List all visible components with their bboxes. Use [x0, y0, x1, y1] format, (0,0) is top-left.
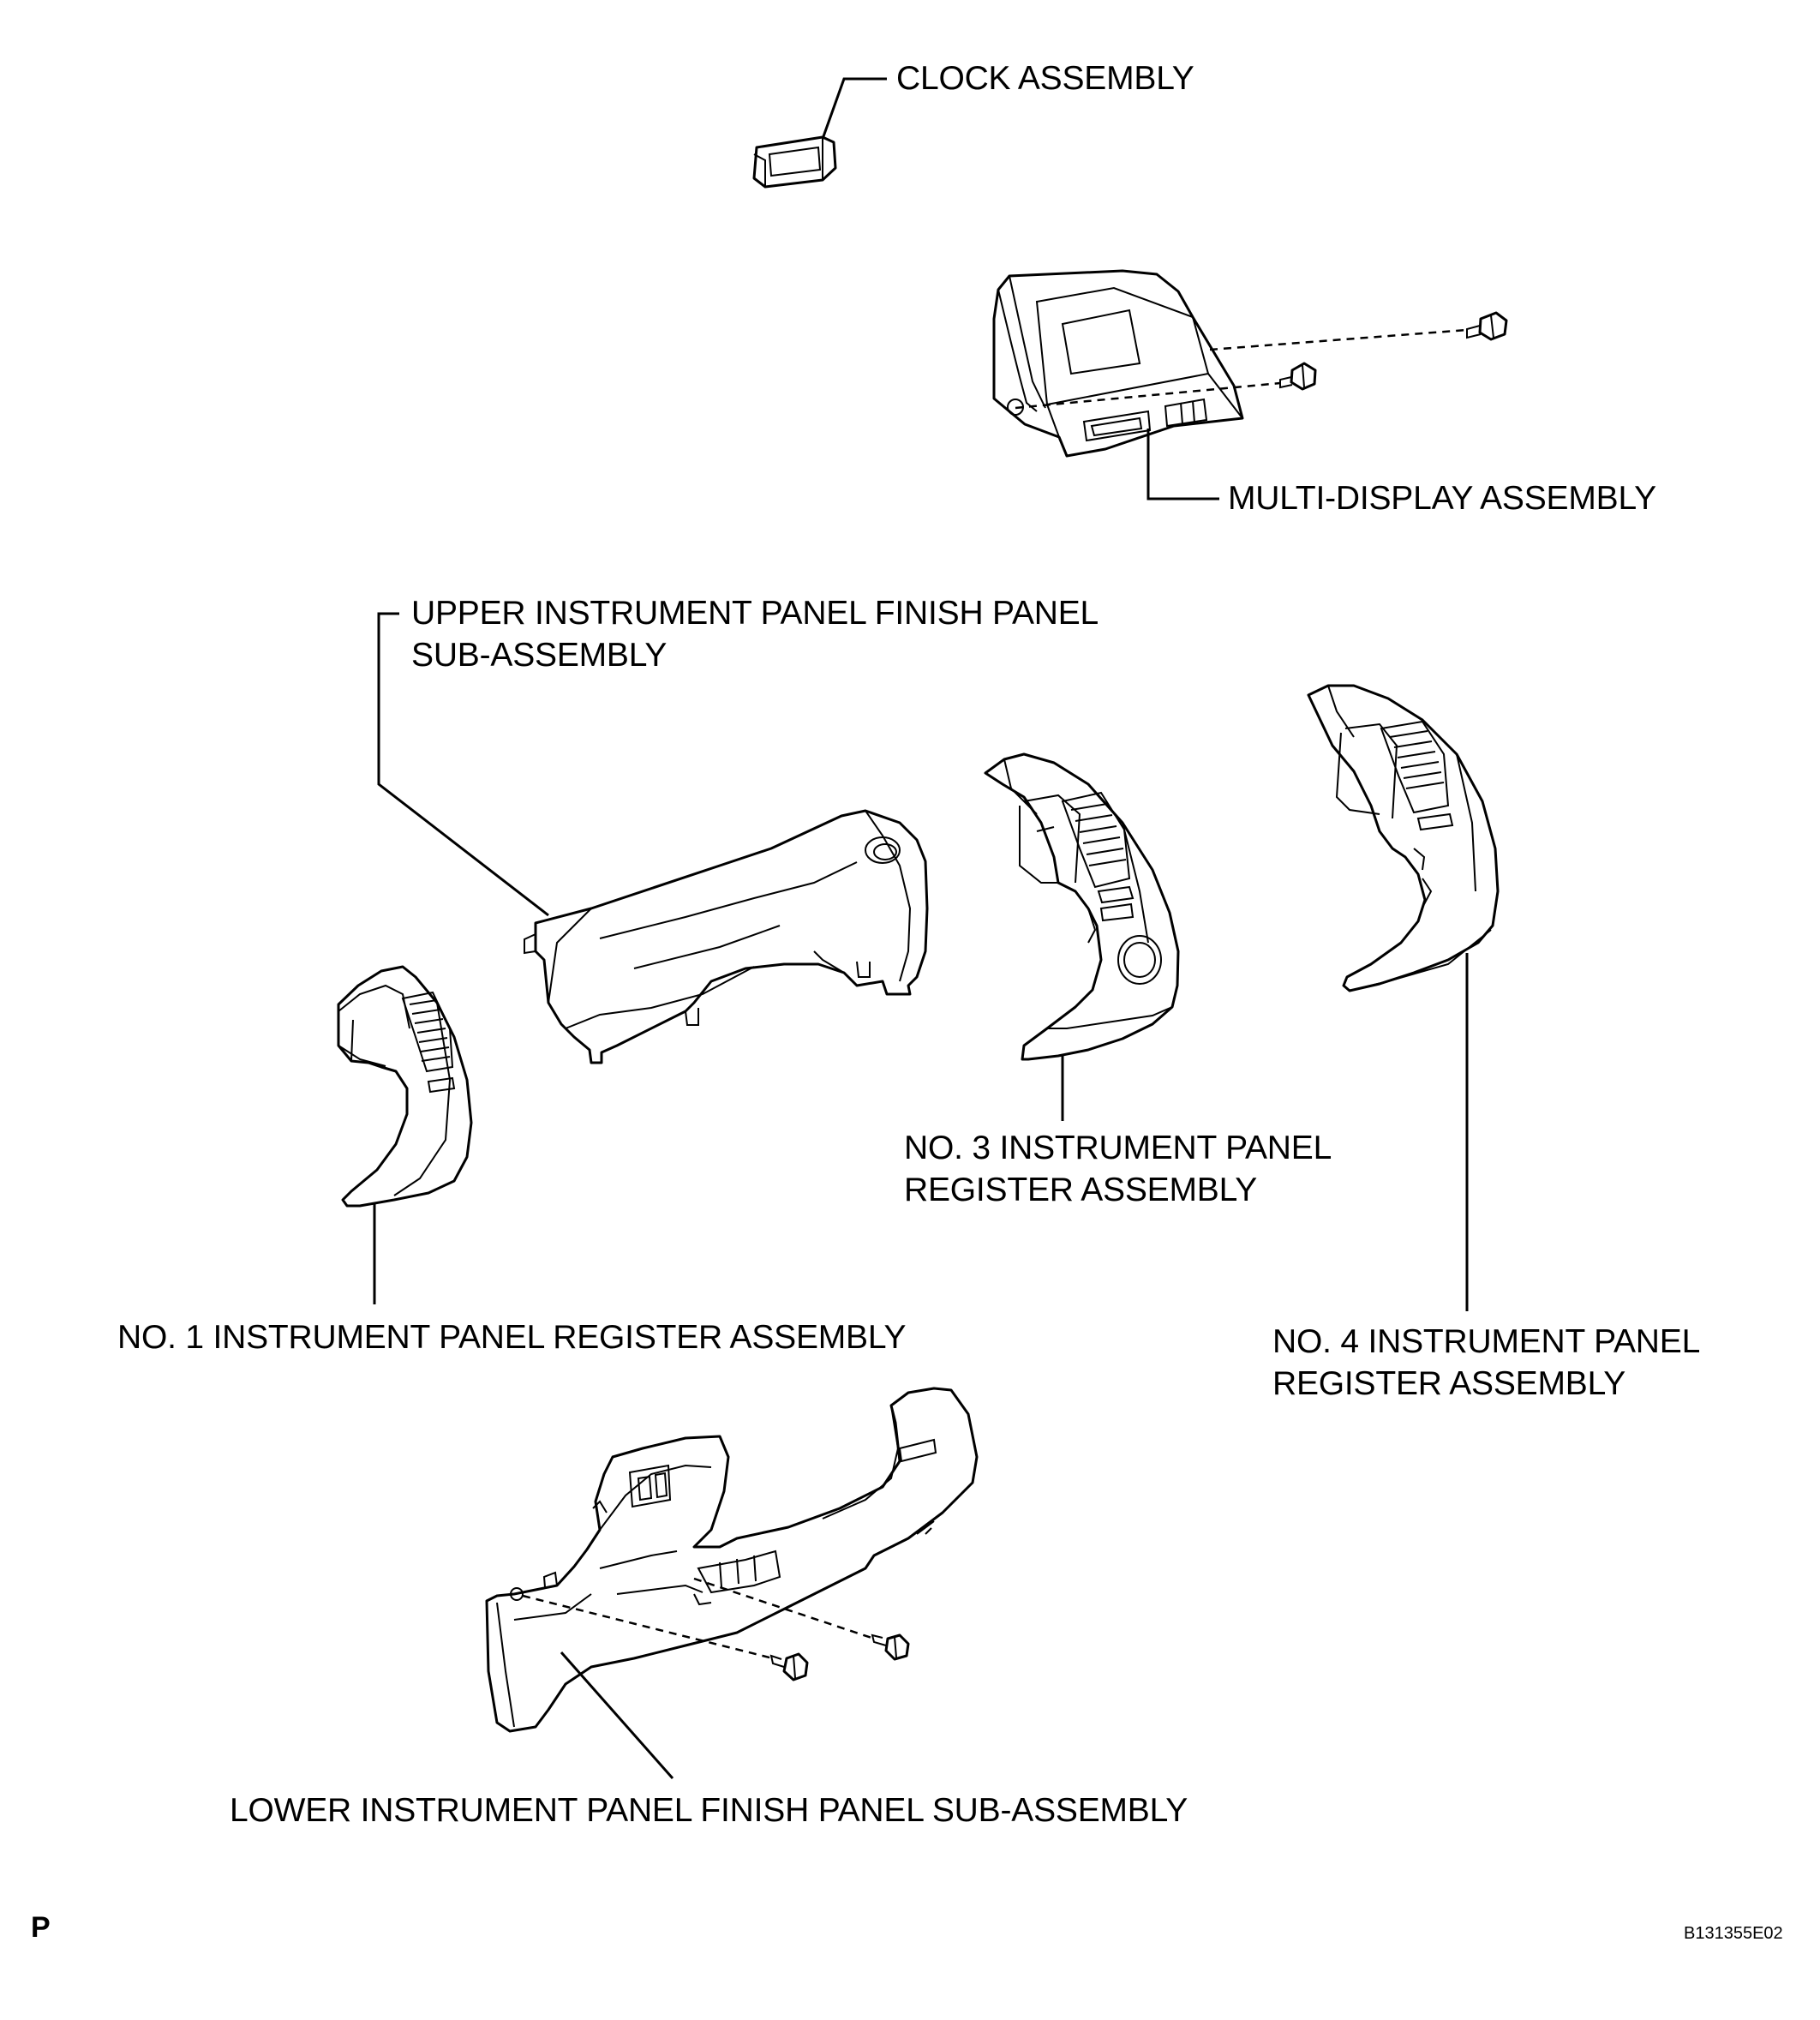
lower-panel-leader-line [560, 1651, 674, 1779]
no3-register-label-line1: NO. 3 INSTRUMENT PANEL [904, 1130, 1332, 1166]
no4-register-part [1307, 684, 1500, 992]
upper-panel-leader-line [377, 612, 549, 917]
clock-assembly-part [752, 135, 837, 189]
bolt-icon [1466, 311, 1508, 341]
bolt-icon [871, 1633, 910, 1661]
no3-register-label-line2: REGISTER ASSEMBLY [904, 1172, 1257, 1208]
corner-mark: P [31, 1911, 51, 1944]
lower-panel-label: LOWER INSTRUMENT PANEL FINISH PANEL SUB-… [230, 1792, 1188, 1829]
no1-register-label: NO. 1 INSTRUMENT PANEL REGISTER ASSEMBLY [117, 1319, 906, 1356]
upper-panel-label-line2: SUB-ASSEMBLY [411, 637, 667, 674]
lower-instrument-panel-part [485, 1387, 979, 1733]
no4-register-label-line1: NO. 4 INSTRUMENT PANEL [1272, 1323, 1700, 1360]
no4-register-label-line2: REGISTER ASSEMBLY [1272, 1365, 1625, 1402]
clock-assembly-label: CLOCK ASSEMBLY [896, 60, 1194, 97]
upper-instrument-panel-part [524, 809, 929, 1064]
figure-code: B131355E02 [1684, 1924, 1783, 1943]
bolt-icon [1279, 362, 1317, 391]
no1-register-part [337, 965, 473, 1208]
bolt-install-guide-line [693, 1577, 875, 1640]
upper-panel-label-line1: UPPER INSTRUMENT PANEL FINISH PANEL [411, 595, 1099, 632]
bolt-install-guide-line [1209, 328, 1468, 351]
no3-register-part [984, 752, 1180, 1061]
bolt-icon [769, 1652, 809, 1681]
clock-leader-line [821, 77, 887, 140]
bolt-install-guide-line [1015, 381, 1281, 410]
bolt-install-guide-line [522, 1594, 774, 1660]
multi-display-assembly-label: MULTI-DISPLAY ASSEMBLY [1228, 480, 1656, 517]
multi-display-assembly-part [992, 269, 1244, 458]
multi-display-leader-line [1146, 429, 1219, 501]
